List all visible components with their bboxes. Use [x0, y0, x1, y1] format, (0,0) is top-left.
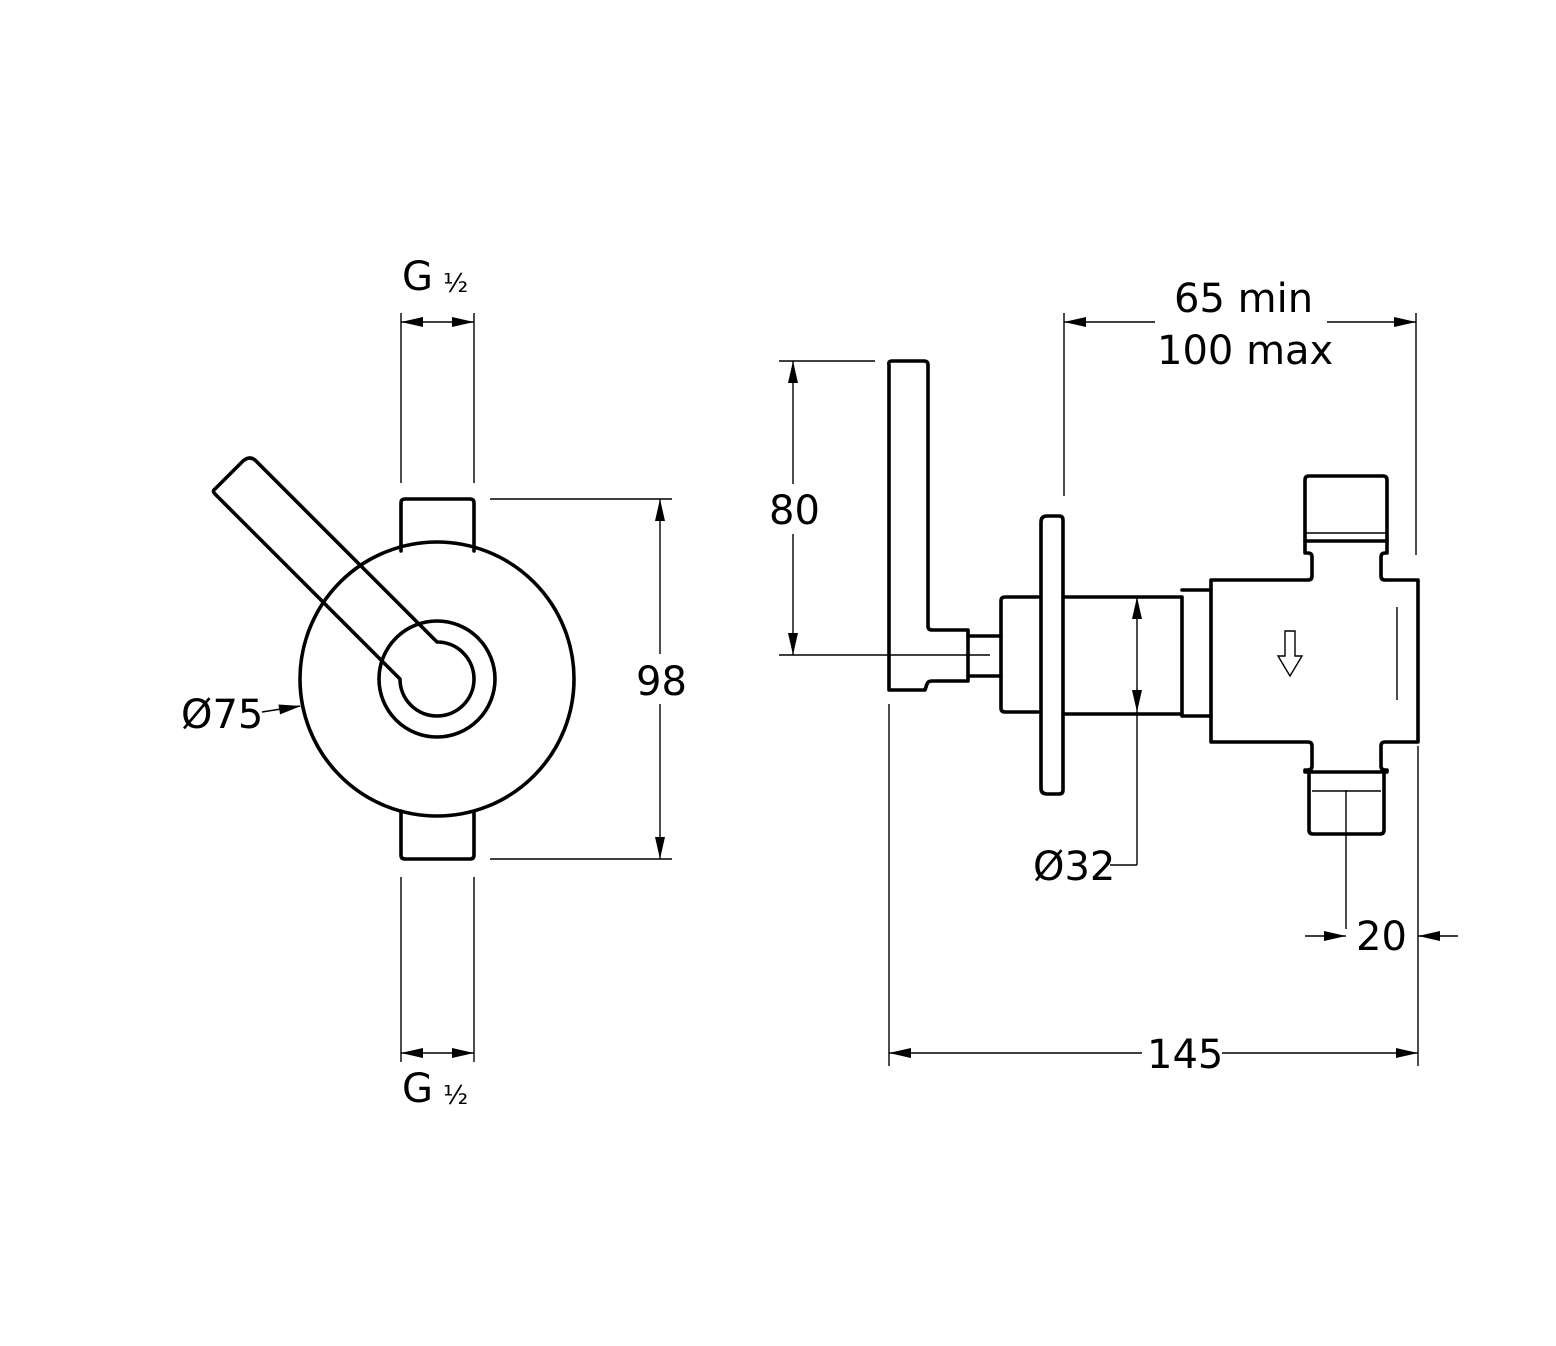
front-height-label: 98	[636, 659, 687, 705]
side-spindle-stub	[966, 634, 1003, 678]
front-view: G ½ G ½ Ø75 98	[181, 254, 687, 1112]
side-spindle-diameter-label: Ø32	[1033, 844, 1115, 890]
side-rosette-plate	[1039, 514, 1065, 796]
arrow-head	[452, 317, 474, 327]
side-handle-height-label: 80	[769, 488, 820, 534]
side-depth-min-label: 65 min	[1174, 276, 1313, 322]
front-rosette	[298, 540, 576, 818]
arrow-head	[1132, 690, 1142, 712]
front-inlet-top	[399, 497, 476, 553]
arrow-head	[452, 1048, 474, 1058]
arrow-head	[401, 317, 423, 327]
arrow-head	[655, 499, 665, 521]
front-thread-top-fraction: ½	[443, 269, 468, 299]
side-top-cap	[1303, 474, 1389, 543]
side-valve-body	[1209, 539, 1420, 774]
front-thread-top-prefix: G	[402, 254, 433, 300]
arrow-head	[1064, 317, 1086, 327]
side-view: 65 min 100 max 80 Ø32 20 145	[769, 276, 1458, 1078]
side-depth-max-label: 100 max	[1157, 328, 1333, 374]
side-outlet-offset-label: 20	[1356, 914, 1407, 960]
side-sleeve	[1061, 595, 1184, 716]
front-thread-bottom-prefix: G	[402, 1066, 433, 1112]
front-hub-ring	[377, 619, 497, 739]
arrow-head	[1324, 931, 1346, 941]
arrow-head	[788, 361, 798, 383]
arrow-head	[1396, 1048, 1418, 1058]
front-lever	[211, 456, 476, 718]
front-outlet-bottom	[399, 809, 476, 861]
arrow-head	[1394, 317, 1416, 327]
arrow-down-outline-icon	[1276, 630, 1304, 678]
arrow-head	[1418, 931, 1440, 941]
arrow-head	[889, 1048, 911, 1058]
arrow-head	[655, 837, 665, 859]
side-total-length-label: 145	[1147, 1032, 1223, 1078]
arrow-head	[788, 633, 798, 655]
arrow-head	[278, 701, 302, 715]
front-diameter-label: Ø75	[181, 692, 263, 738]
front-thread-bottom-fraction: ½	[443, 1081, 468, 1111]
side-collar	[1180, 588, 1213, 718]
arrow-head	[401, 1048, 423, 1058]
arrow-head	[1132, 597, 1142, 619]
side-bush	[999, 595, 1040, 714]
side-handle	[887, 359, 970, 692]
